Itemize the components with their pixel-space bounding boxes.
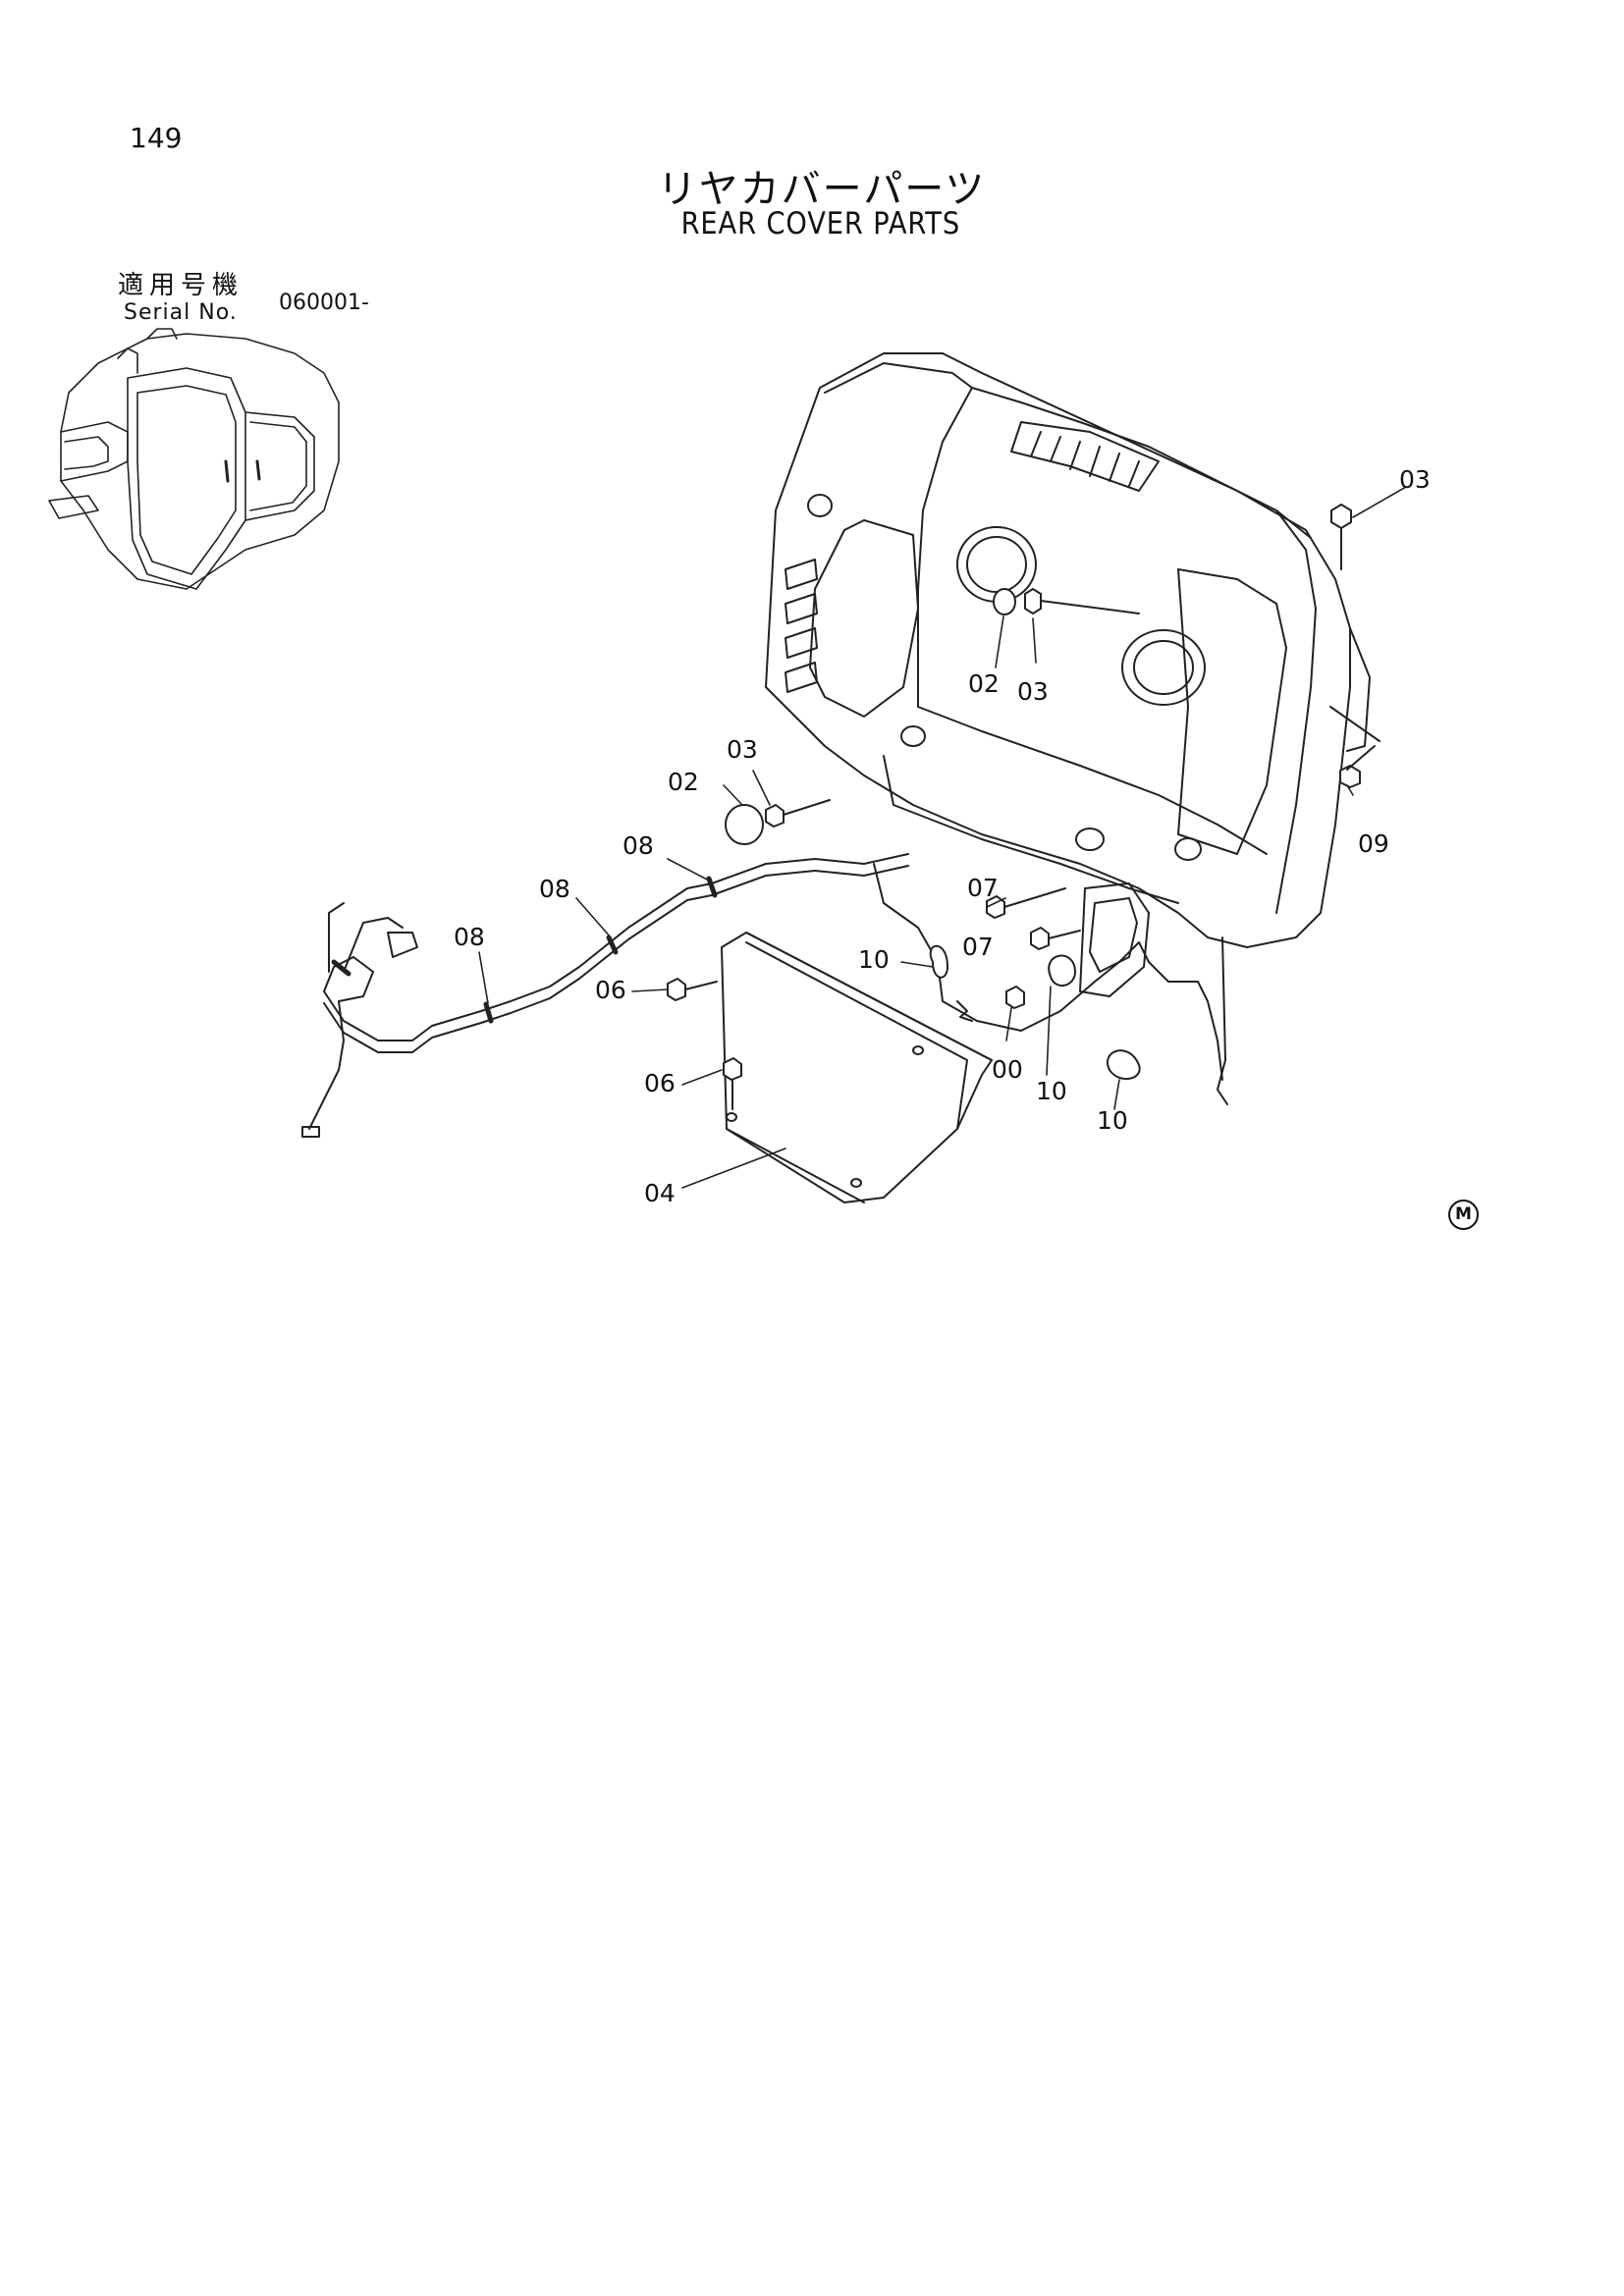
excavator-thumbnail — [48, 328, 340, 590]
callout-10: 10 — [1036, 1077, 1067, 1105]
manufacturer-mark: M — [1448, 1200, 1479, 1230]
callout-03: 03 — [727, 735, 758, 764]
under-plate — [721, 932, 993, 1203]
page-number: 149 — [130, 122, 183, 154]
callout-08: 08 — [623, 831, 654, 860]
callout-03: 03 — [1017, 677, 1049, 706]
serial-label-english: Serial No. — [124, 300, 238, 325]
callout-08: 08 — [539, 875, 570, 903]
callout-03: 03 — [1399, 465, 1431, 494]
page-title-english: REAR COVER PARTS — [680, 206, 961, 241]
callout-08: 08 — [454, 923, 485, 951]
serial-label-japanese: 適用号機 — [118, 271, 244, 300]
callout-06: 06 — [595, 976, 626, 1004]
serial-number-value: 060001- — [279, 291, 369, 315]
leader-lines — [478, 486, 1407, 1189]
rear-cover-body — [765, 352, 1380, 1105]
part-callouts: 03 02 03 03 02 09 08 08 08 07 07 10 06 0… — [454, 465, 1431, 1207]
callout-07: 07 — [967, 874, 999, 902]
fastener-parts — [667, 504, 1376, 1110]
callout-06: 06 — [644, 1069, 676, 1097]
callout-10: 10 — [1097, 1106, 1128, 1135]
callout-04: 04 — [644, 1179, 676, 1207]
page-title-japanese: リヤカバーパーツ — [657, 167, 987, 212]
callout-02: 02 — [968, 669, 1000, 698]
bracket — [1079, 882, 1150, 997]
callout-00: 00 — [992, 1055, 1023, 1084]
callout-07: 07 — [962, 933, 994, 961]
callout-02: 02 — [668, 768, 699, 796]
callout-09: 09 — [1358, 829, 1389, 858]
callout-10: 10 — [858, 945, 890, 974]
